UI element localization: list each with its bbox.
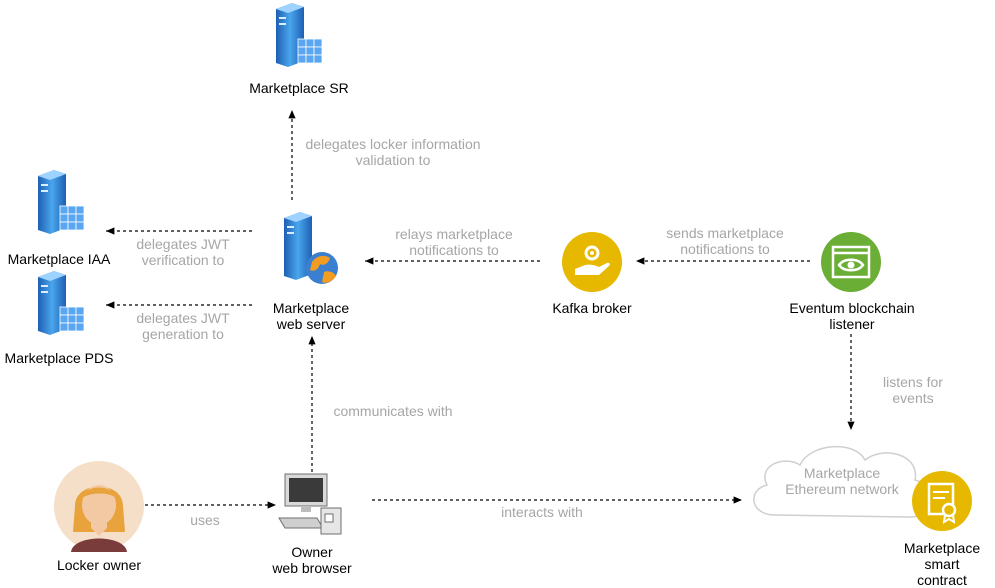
node-network-label: Marketplace Ethereum network xyxy=(785,465,899,497)
node-contract-label: Marketplace smart contract xyxy=(903,540,981,588)
edge-kafka-to-ws-label: relays marketplace notifications to xyxy=(395,226,513,258)
node-kafka-label: Kafka broker xyxy=(552,300,632,316)
server-icon xyxy=(38,170,85,234)
eye-window-icon xyxy=(821,232,881,292)
edge-listener-to-network-label: listens for events xyxy=(883,374,943,406)
person-avatar-icon xyxy=(54,461,144,552)
server-icon xyxy=(38,271,85,335)
node-locker-owner-label: Locker owner xyxy=(56,557,142,573)
server-icon xyxy=(276,3,323,67)
node-pds-label: Marketplace PDS xyxy=(4,350,114,366)
node-listener-label: Eventum blockchain listener xyxy=(789,300,915,332)
edge-listener-to-kafka-label: sends marketplace notifications to xyxy=(666,225,784,257)
computer-icon xyxy=(278,473,342,535)
edge-browser-to-ws-label: communicates with xyxy=(333,403,453,419)
node-sr-label: Marketplace SR xyxy=(249,80,349,96)
node-web-server-label: Marketplace web server xyxy=(272,300,350,332)
node-browser-label: Owner web browser xyxy=(272,544,352,576)
edge-owner-to-browser-label: uses xyxy=(190,512,220,528)
node-iaa-label: Marketplace IAA xyxy=(7,251,111,267)
edge-ws-to-pds-label: delegates JWT generation to xyxy=(136,310,230,342)
edge-ws-to-iaa-label: delegates JWT verification to xyxy=(136,236,230,268)
web-server-icon xyxy=(284,212,338,284)
edge-browser-to-network-label: interacts with xyxy=(501,504,583,520)
edge-ws-to-sr-label: delegates locker information validation … xyxy=(305,136,481,168)
kafka-icon xyxy=(562,232,622,292)
certificate-icon xyxy=(912,471,972,531)
